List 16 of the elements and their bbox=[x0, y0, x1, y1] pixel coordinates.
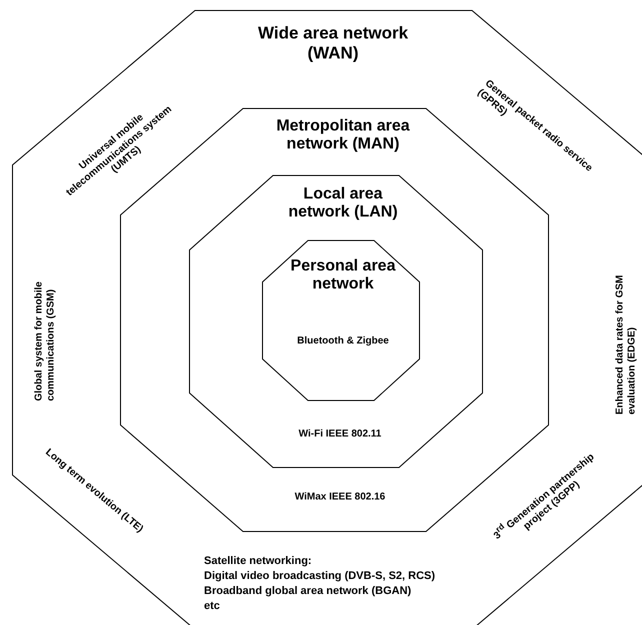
technology-label: Wi-Fi IEEE 802.11 bbox=[298, 428, 382, 440]
network-title: Metropolitan area network (MAN) bbox=[275, 118, 411, 154]
technology-label: WiMax IEEE 802.16 bbox=[294, 491, 386, 503]
technology-label: Global system for mobile communications (GSM) bbox=[34, 280, 56, 401]
technology-label: Digital video broadcasting (DVB-S, S2, RCS) bbox=[204, 570, 436, 583]
technology-label: Enhanced data rates for GSM evaluation (EDGE) bbox=[614, 274, 638, 414]
technology-label: Broadband global area network (BGAN) bbox=[204, 585, 412, 598]
network-title: Personal area network bbox=[290, 258, 396, 294]
satellite-heading: Satellite networking: bbox=[204, 555, 313, 568]
technology-label: Bluetooth & Zigbee bbox=[296, 335, 390, 347]
network-title: Wide area network (WAN) bbox=[256, 23, 410, 63]
octagon-region bbox=[262, 240, 420, 401]
technology-label: etc bbox=[204, 600, 221, 613]
octagon-region bbox=[12, 10, 642, 625]
network-title: Local area network (LAN) bbox=[287, 186, 399, 222]
octagon-region bbox=[189, 175, 483, 468]
